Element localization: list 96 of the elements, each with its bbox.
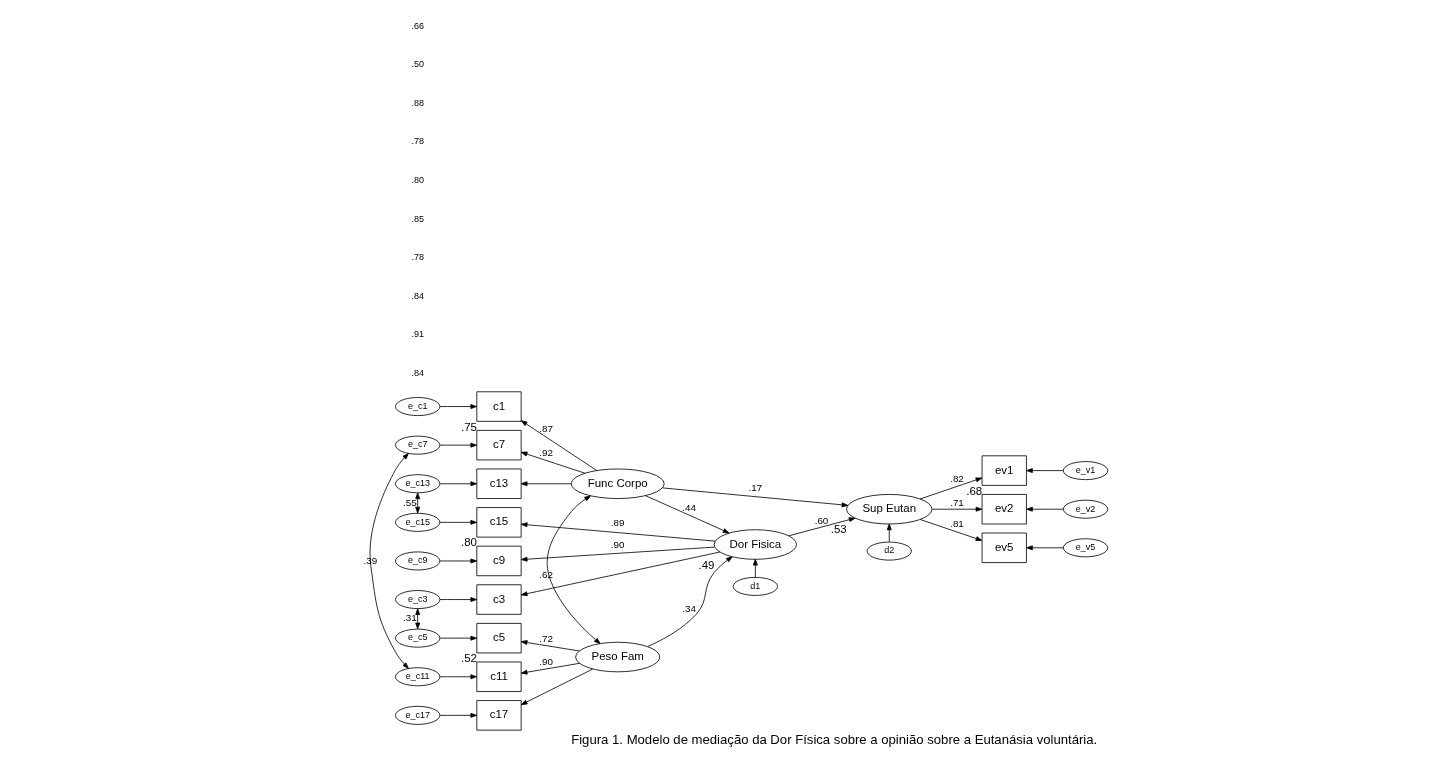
edge-label: .44: [681, 501, 696, 513]
edge-label: .34: [681, 602, 696, 614]
node-box: ev1: [981, 455, 1027, 486]
edge-label: .60: [814, 514, 828, 526]
node-ellipse: Peso Fam: [574, 641, 660, 673]
arrow: [439, 674, 477, 680]
label: .78: [410, 252, 424, 263]
node-ellipse: Func Corpo: [570, 468, 665, 499]
edge-label: .81: [949, 517, 964, 529]
edge-label: .17: [748, 481, 762, 493]
arrow: [644, 495, 729, 534]
edge-label: .72: [538, 632, 553, 644]
arrow: [520, 640, 580, 652]
arrow: [520, 546, 715, 562]
arrow: [886, 523, 892, 543]
caption: Figura 1. Modelo de mediação da Dor Física sobre a opinião sobre a Eutanásia voluntária.: [570, 731, 1097, 747]
node-ellipse: e_c11: [394, 667, 440, 687]
arrow: [752, 558, 758, 578]
arrow: [520, 551, 720, 597]
node-ellipse: e_c13: [394, 474, 440, 494]
arrow: [787, 517, 855, 537]
node-ellipse: e_c17: [394, 705, 440, 725]
arrow: [520, 668, 593, 706]
arrow: [546, 495, 600, 644]
arrow: [1025, 506, 1064, 512]
arrow: [661, 487, 848, 508]
edge-label: .89: [610, 517, 625, 529]
label: .84: [410, 290, 424, 301]
arrow: [439, 635, 477, 641]
arrow: [439, 519, 477, 525]
arrow: [439, 442, 477, 448]
node-ellipse: e_c7: [394, 435, 440, 455]
arrow: [369, 453, 409, 669]
node-ellipse: e_c3: [394, 590, 440, 609]
node-label: .53: [830, 523, 847, 536]
edge-label: .62: [538, 569, 553, 581]
label: .91: [410, 329, 424, 340]
node-box: c7: [475, 429, 522, 461]
label: .88: [410, 97, 424, 108]
arrow: [919, 477, 982, 500]
arrow: [439, 712, 477, 718]
arrow: [931, 506, 982, 512]
arrow: [1025, 468, 1064, 474]
edge-label: .71: [949, 497, 964, 509]
node-box: ev2: [981, 494, 1027, 525]
node-label: .80: [460, 536, 477, 549]
node-box: ev5: [981, 532, 1027, 563]
node-label: .75: [460, 420, 477, 433]
edge-label: .31: [402, 612, 417, 624]
edge-label: .39: [363, 554, 377, 566]
label: .50: [410, 59, 424, 70]
node-ellipse: e_v2: [1062, 499, 1108, 519]
label: .66: [410, 20, 424, 31]
arrow: [414, 492, 420, 514]
label: .85: [410, 213, 424, 224]
arrow: [439, 404, 477, 409]
edge-label: .90: [610, 539, 625, 551]
edge-label: .87: [538, 422, 553, 434]
arrow: [646, 556, 733, 647]
arrow: [919, 519, 982, 541]
arrow: [520, 420, 597, 471]
node-ellipse: e_c5: [394, 628, 440, 648]
node-ellipse: e_c9: [394, 551, 440, 571]
arrow: [439, 481, 477, 487]
node-box: c3: [475, 584, 522, 615]
node-label: .52: [460, 652, 477, 665]
edge-label: .92: [538, 447, 553, 459]
node-box: c17: [475, 700, 522, 731]
node-ellipse: e_v1: [1062, 461, 1108, 481]
arrow: [1025, 545, 1064, 551]
node-box: c1: [475, 391, 522, 422]
arrow: [520, 451, 585, 474]
node-ellipse: e_c15: [394, 512, 440, 532]
arrow: [414, 608, 420, 630]
edge-label: .90: [538, 655, 553, 667]
node-box: c11: [475, 661, 522, 692]
label: .80: [410, 174, 424, 185]
node-label: .49: [697, 558, 714, 571]
arrow: [520, 522, 716, 542]
node-box: c5: [475, 622, 522, 654]
label: .78: [410, 136, 424, 147]
node-ellipse: e_c1: [394, 397, 440, 416]
arrow: [439, 558, 477, 564]
edge-label: .82: [949, 472, 964, 484]
arrow: [520, 481, 571, 487]
arrow: [439, 597, 477, 602]
node-box: c13: [475, 468, 522, 499]
node-ellipse: e_v5: [1062, 538, 1108, 558]
node-ellipse: d1: [732, 576, 778, 596]
node-ellipse: d2: [866, 541, 912, 561]
node-box: c15: [475, 507, 522, 538]
node-box: c9: [475, 545, 522, 577]
edge-label: .55: [402, 496, 417, 508]
node-label: .68: [965, 484, 982, 497]
arrow: [520, 662, 580, 675]
label: .84: [410, 368, 424, 378]
